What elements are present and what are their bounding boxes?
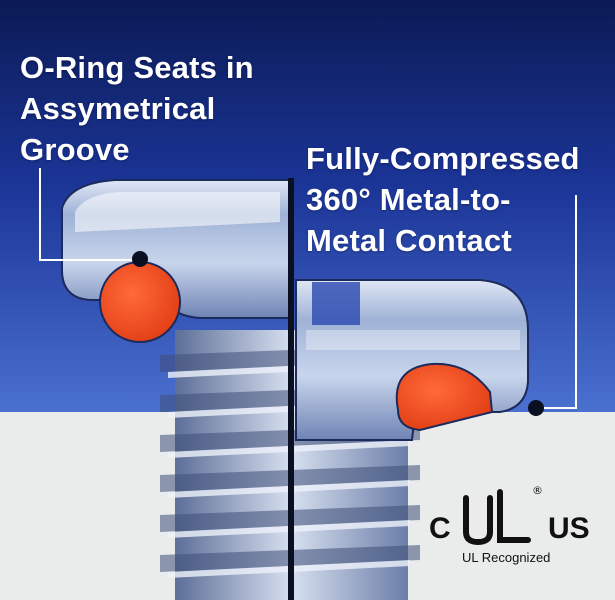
callout-right-line-3: Metal Contact (306, 223, 512, 258)
callout-right-line-1: Fully-Compressed (306, 141, 580, 176)
ul-logo-icon (463, 489, 531, 546)
screw-head-left (61, 179, 293, 319)
oring-uncompressed (99, 261, 181, 343)
leader-line-left (39, 168, 140, 261)
callout-left-line-1: O-Ring Seats in (20, 50, 254, 85)
leader-dot-right (528, 400, 544, 416)
section-divider (288, 178, 294, 600)
callout-left-line-2: Assymetrical (20, 91, 216, 126)
callout-left-line-3: Groove (20, 132, 130, 167)
callout-metal-contact: Fully-Compressed 360° Metal-to- Metal Co… (306, 138, 580, 261)
leader-dot-left (132, 251, 148, 267)
leader-line-right (536, 195, 577, 409)
ul-recognized-caption: UL Recognized (462, 550, 551, 565)
callout-oring-groove: O-Ring Seats in Assymetrical Groove (20, 47, 254, 170)
ul-mark-registered: ® (532, 484, 543, 497)
ul-mark-c: C (429, 512, 451, 545)
callout-right-line-2: 360° Metal-to- (306, 182, 511, 217)
oring-compressed (395, 362, 494, 432)
ul-mark-us: US (548, 512, 590, 545)
